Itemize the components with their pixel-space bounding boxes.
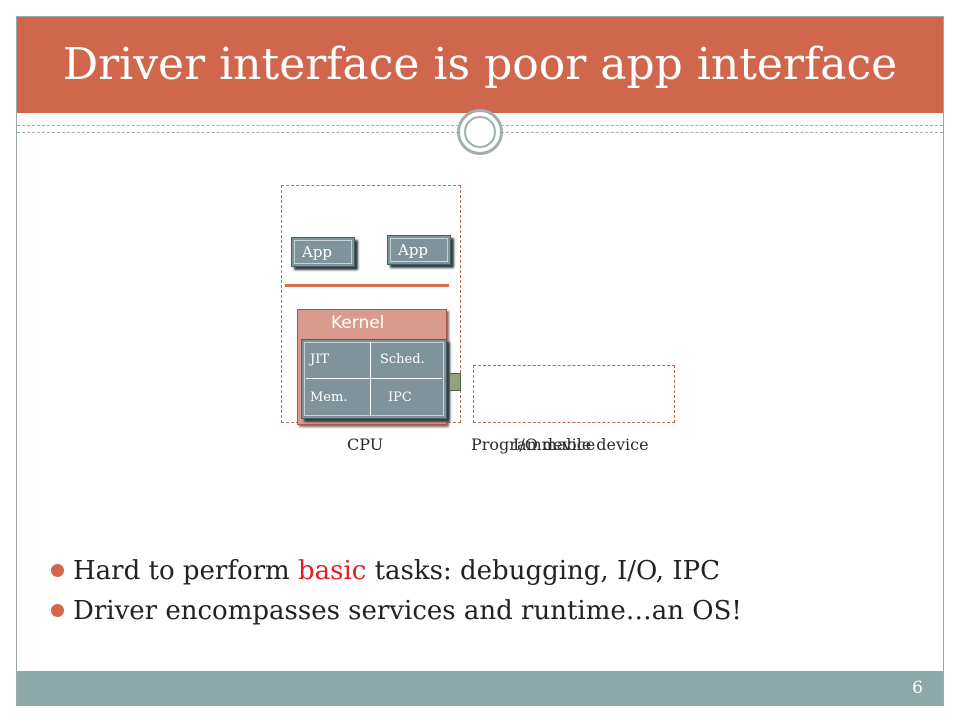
bullet-dot-icon xyxy=(51,564,64,577)
programmable-device-label: Programmable device xyxy=(471,435,649,454)
bullet-1-highlight: basic xyxy=(297,556,367,586)
runtime-sched: Sched. xyxy=(380,352,425,367)
bullet-list: Hard to perform basic tasks: debugging, … xyxy=(51,553,931,633)
runtime-services-box: JIT Sched. Mem. IPC xyxy=(301,339,447,419)
bullet-item-1: Hard to perform basic tasks: debugging, … xyxy=(51,553,931,589)
runtime-divider-horizontal xyxy=(306,378,442,379)
app-box-left: App xyxy=(291,237,355,267)
title-bar: Driver interface is poor app interface xyxy=(17,17,943,113)
runtime-ipc: IPC xyxy=(388,390,412,405)
page-number: 6 xyxy=(912,678,923,698)
bullet-dot-icon xyxy=(51,604,64,617)
cpu-label: CPU xyxy=(347,435,384,454)
runtime-divider-vertical xyxy=(370,342,371,416)
app-box-right-label: App xyxy=(398,241,429,259)
bullet-1-text-before: Hard to perform xyxy=(73,556,298,586)
io-device-label: I/O device xyxy=(513,435,596,454)
app-box-left-label: App xyxy=(302,243,333,261)
slide: Driver interface is poor app interface A… xyxy=(16,16,944,706)
kernel-label: Kernel xyxy=(331,313,385,333)
bullet-2-text: Driver encompasses services and runtime…… xyxy=(73,596,742,626)
bullet-item-2: Driver encompasses services and runtime…… xyxy=(51,593,931,629)
driver-connector xyxy=(449,373,461,391)
device-region xyxy=(473,365,675,423)
circle-ornament-icon xyxy=(457,109,503,155)
runtime-mem: Mem. xyxy=(310,390,348,405)
app-box-right: App xyxy=(387,235,451,265)
user-kernel-separator xyxy=(285,284,449,287)
runtime-jit: JIT xyxy=(310,352,330,367)
slide-title: Driver interface is poor app interface xyxy=(62,39,898,90)
footer-bar: 6 xyxy=(17,671,943,705)
bullet-1-text-after: tasks: debugging, I/O, IPC xyxy=(366,556,720,586)
